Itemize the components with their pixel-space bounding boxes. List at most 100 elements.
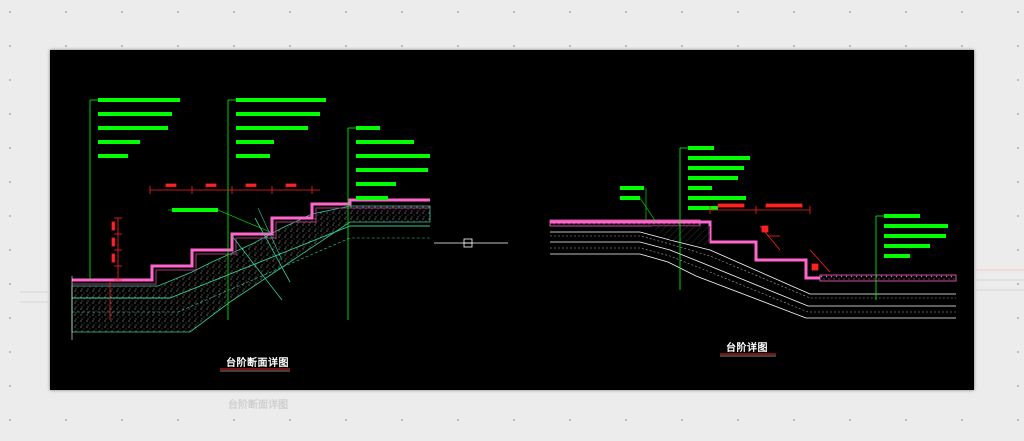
grid-dot xyxy=(1017,385,1019,387)
left-step-paving xyxy=(72,198,430,282)
grid-dot xyxy=(905,11,907,13)
left-drawing-title: 台阶断面详图 xyxy=(226,358,289,369)
right-annotation-block-3 xyxy=(620,186,644,200)
grid-dot xyxy=(1017,113,1019,115)
grid-dot xyxy=(1017,419,1019,421)
grid-dot xyxy=(737,45,739,47)
grid-dot xyxy=(233,419,235,421)
left-concrete-line xyxy=(72,225,430,299)
grid-dot xyxy=(457,11,459,13)
grid-dot xyxy=(905,419,907,421)
grid-dot xyxy=(793,11,795,13)
cad-drawing-canvas[interactable]: 台阶断面详图 台阶详图 xyxy=(50,50,974,390)
grid-dot xyxy=(9,181,11,183)
grid-dot xyxy=(9,351,11,353)
grid-dot xyxy=(177,419,179,421)
grid-dot xyxy=(457,45,459,47)
grid-dot xyxy=(793,419,795,421)
right-title-underline xyxy=(720,353,776,357)
grid-dot xyxy=(9,317,11,319)
grid-dot xyxy=(9,385,11,387)
grid-dot xyxy=(9,283,11,285)
grid-dot xyxy=(793,45,795,47)
grid-dot xyxy=(289,45,291,47)
left-base-gravel xyxy=(71,205,431,333)
right-drawing-title: 台阶详图 xyxy=(726,343,768,354)
grid-dot xyxy=(121,419,123,421)
grid-dot xyxy=(569,45,571,47)
grid-dot xyxy=(905,45,907,47)
grid-dot xyxy=(9,45,11,47)
grid-dot xyxy=(177,45,179,47)
grid-dot xyxy=(737,11,739,13)
grid-dot xyxy=(849,11,851,13)
grid-dot xyxy=(625,11,627,13)
grid-dot xyxy=(121,45,123,47)
grid-dot xyxy=(121,11,123,13)
grid-dot xyxy=(849,419,851,421)
grid-dot xyxy=(737,419,739,421)
grid-dot xyxy=(513,419,515,421)
cad-drawing xyxy=(71,98,957,340)
grid-dot xyxy=(345,419,347,421)
grid-dot xyxy=(233,45,235,47)
left-stair-section xyxy=(71,98,431,340)
grid-dot xyxy=(9,147,11,149)
right-dimension-lines xyxy=(709,203,831,273)
grid-dot xyxy=(9,11,11,13)
grid-dot xyxy=(961,419,963,421)
grid-dot xyxy=(513,45,515,47)
right-annotation-block-2 xyxy=(884,214,948,258)
grid-dot xyxy=(177,11,179,13)
grid-dot xyxy=(401,419,403,421)
grid-dot xyxy=(65,45,67,47)
grid-dot xyxy=(345,45,347,47)
grid-dot xyxy=(457,419,459,421)
ghost-title: 台阶断面详图 xyxy=(228,400,288,411)
grid-dot xyxy=(9,249,11,251)
left-annotation-block-1 xyxy=(98,98,180,158)
grid-dot xyxy=(681,11,683,13)
grid-dot xyxy=(961,11,963,13)
grid-dot xyxy=(9,79,11,81)
grid-dot xyxy=(513,11,515,13)
ghost-left-lines xyxy=(20,291,50,303)
left-title-underline xyxy=(220,368,290,372)
left-dimension-lines xyxy=(109,183,320,320)
grid-dot xyxy=(569,11,571,13)
grid-dot xyxy=(1017,79,1019,81)
grid-dot xyxy=(625,45,627,47)
grid-dot xyxy=(9,113,11,115)
right-step-paving xyxy=(550,220,956,280)
grid-dot xyxy=(1017,11,1019,13)
grid-dot xyxy=(289,419,291,421)
grid-dot xyxy=(1017,45,1019,47)
grid-dot xyxy=(1017,249,1019,251)
grid-dot xyxy=(1017,147,1019,149)
grid-dot xyxy=(65,11,67,13)
grid-dot xyxy=(65,419,67,421)
right-annotation-block-1 xyxy=(688,146,750,210)
grid-dot xyxy=(681,419,683,421)
grid-dot xyxy=(345,11,347,13)
grid-dot xyxy=(625,419,627,421)
grid-dot xyxy=(233,11,235,13)
grid-dot xyxy=(849,45,851,47)
section-break-line xyxy=(434,238,508,248)
grid-dot xyxy=(1017,351,1019,353)
left-annotation-block-2 xyxy=(236,98,326,158)
grid-dot xyxy=(1017,215,1019,217)
grid-dot xyxy=(1017,317,1019,319)
left-annotation-block-3 xyxy=(356,126,430,200)
grid-dot xyxy=(9,215,11,217)
grid-dot xyxy=(1017,181,1019,183)
grid-dot xyxy=(961,45,963,47)
grid-dot xyxy=(569,419,571,421)
grid-dot xyxy=(681,45,683,47)
grid-dot xyxy=(9,419,11,421)
grid-dot xyxy=(1017,283,1019,285)
grid-dot xyxy=(289,11,291,13)
grid-dot xyxy=(401,45,403,47)
right-stair-detail xyxy=(549,146,957,319)
grid-dot xyxy=(401,11,403,13)
